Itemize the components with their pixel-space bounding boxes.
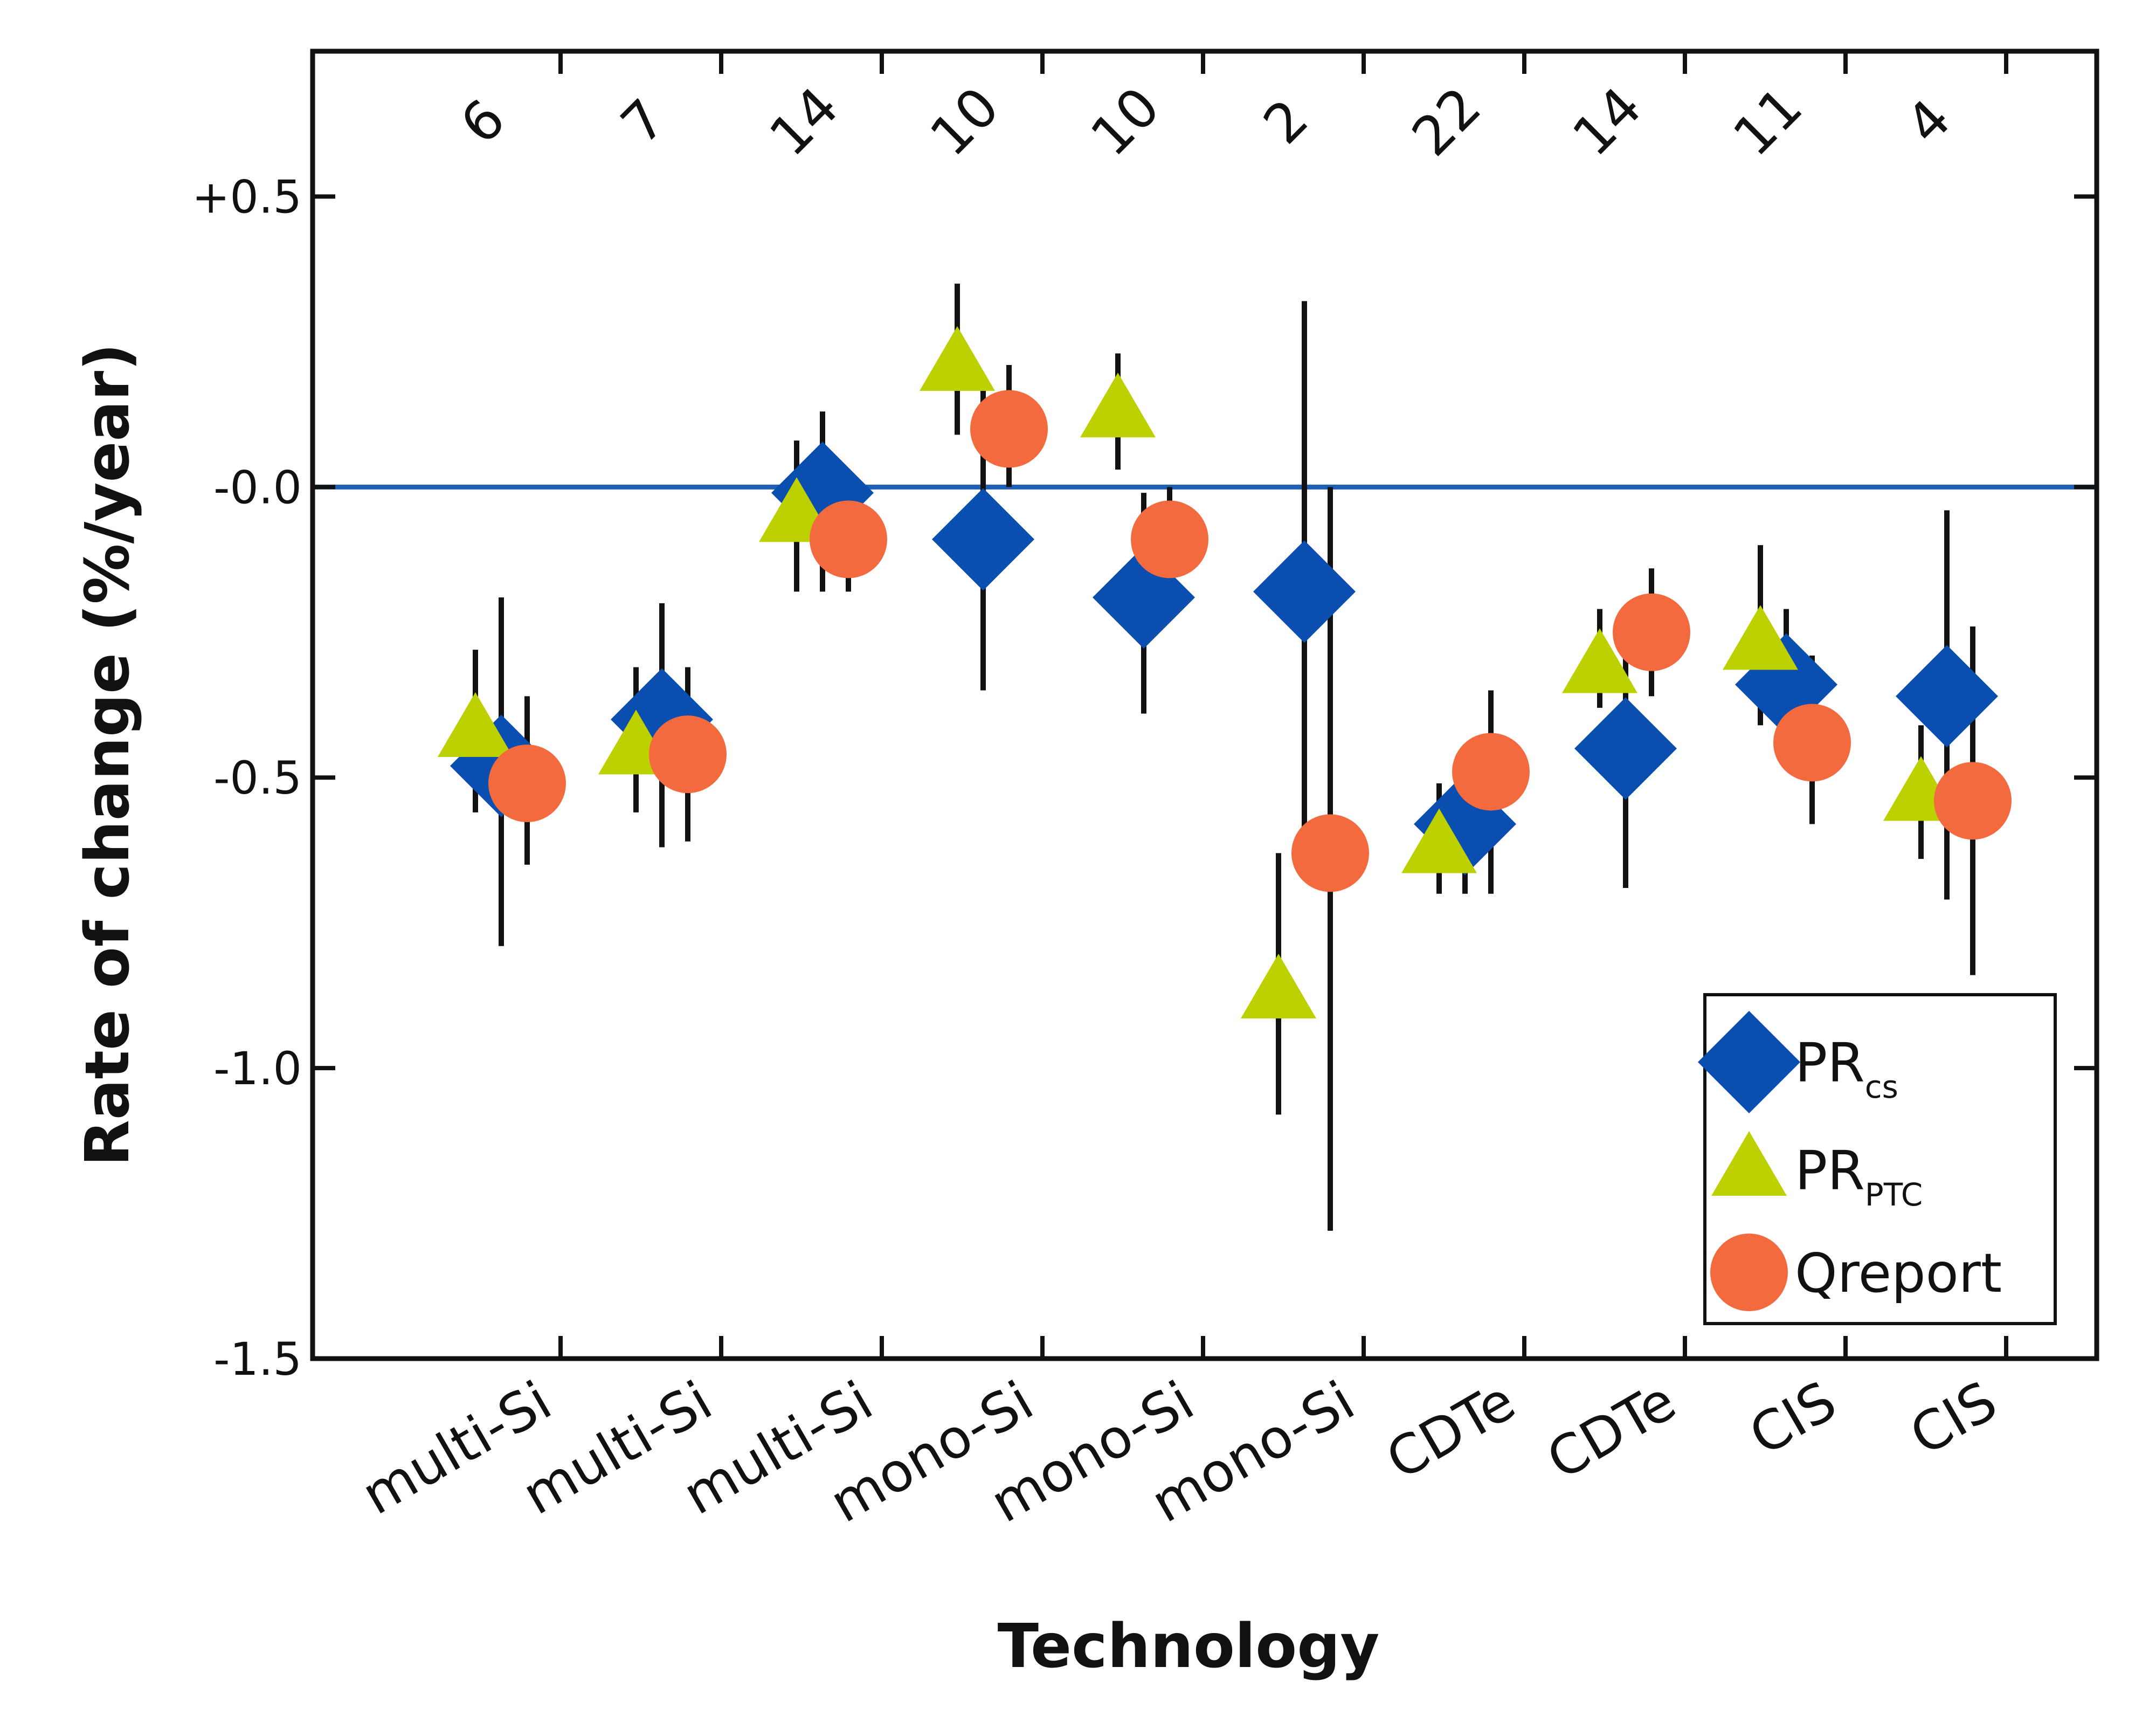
legend-marker-diamond [1698, 1011, 1800, 1113]
point-diamond [932, 488, 1034, 591]
point-circle [1773, 704, 1851, 782]
point-circle [1291, 814, 1369, 892]
count-label: 7 [609, 87, 678, 156]
y-axis: +0.5 -0.0 -0.5 -1.0 -1.5 [192, 170, 2097, 1386]
x-axis-label: Technology [998, 1611, 1380, 1682]
point-diamond [1253, 540, 1356, 643]
point-triangle [920, 326, 995, 391]
legend-label: Qreport [1795, 1242, 2002, 1305]
count-label: 11 [1721, 75, 1814, 168]
count-label: 14 [757, 75, 851, 168]
x-tick-label: CIS [1900, 1369, 2007, 1468]
count-label: 6 [448, 87, 517, 156]
point-circle [1934, 762, 2012, 840]
point-triangle [1080, 373, 1156, 438]
point-diamond [1574, 697, 1677, 800]
point-circle [649, 715, 727, 794]
y-tick-label: -1.0 [213, 1042, 302, 1095]
legend-label: PRPTC [1795, 1139, 1923, 1213]
x-tick-label: CDTe [1376, 1369, 1525, 1492]
y-tick-label: +0.5 [192, 170, 302, 223]
count-label: 2 [1252, 87, 1321, 156]
y-tick-label: -0.0 [213, 461, 302, 514]
y-tick-label: -1.5 [213, 1333, 302, 1386]
point-circle [1131, 500, 1208, 578]
count-label: 14 [1560, 75, 1654, 168]
count-label: 10 [918, 75, 1011, 168]
x-tick-label: CIS [1739, 1369, 1847, 1468]
count-label: 10 [1079, 75, 1172, 168]
point-diamond [1896, 645, 1998, 748]
y-tick-label: -0.5 [213, 752, 302, 804]
point-triangle [1562, 628, 1637, 693]
point-triangle [1723, 605, 1798, 670]
x-tick-label: CDTe [1537, 1369, 1686, 1492]
point-circle [1452, 733, 1530, 811]
point-circle [488, 745, 566, 822]
legend-marker-triangle [1711, 1131, 1787, 1196]
point-triangle [1401, 808, 1477, 873]
point-triangle [438, 692, 513, 757]
legend-marker-circle [1710, 1234, 1788, 1311]
y-axis-label: Rate of change (%/year) [73, 343, 143, 1167]
count-label: 4 [1894, 87, 1963, 156]
point-triangle [1241, 954, 1316, 1018]
legend-label: PRcs [1795, 1031, 1898, 1105]
point-circle [970, 390, 1048, 468]
count-label: 22 [1400, 75, 1493, 168]
point-circle [1613, 593, 1690, 671]
point-circle [810, 500, 887, 578]
series-layer [438, 284, 2012, 1231]
